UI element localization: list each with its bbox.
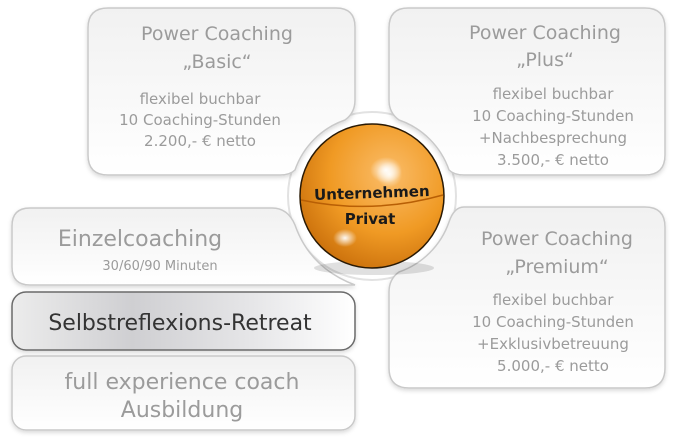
package-plus[interactable]: Power Coaching „Plus“ flexibel buchbar 1… (388, 7, 666, 176)
premium-line: flexibel buchbar (493, 291, 615, 309)
retreat-title: Selbstreflexions-Retreat (48, 311, 312, 336)
plus-name: „Plus“ (516, 49, 574, 71)
sphere-halo (287, 111, 457, 281)
retreat-box[interactable]: Selbstreflexions-Retreat (11, 291, 356, 351)
plus-price: 3.500,- € netto (497, 151, 609, 169)
ausbildung-box[interactable]: full experience coach Ausbildung (11, 355, 356, 431)
ausbildung-line2: Ausbildung (121, 398, 243, 423)
basic-title: Power Coaching (141, 23, 293, 45)
package-basic[interactable]: Power Coaching „Basic“ flexibel buchbar … (87, 7, 356, 176)
premium-line: 10 Coaching-Stunden (472, 313, 634, 331)
premium-name: „Premium“ (505, 256, 609, 278)
einzelcoaching-box[interactable]: Einzelcoaching 30/60/90 Minuten (11, 207, 356, 286)
einzelcoaching-duration: 30/60/90 Minuten (102, 259, 217, 274)
basic-name: „Basic“ (182, 51, 251, 73)
premium-title: Power Coaching (481, 228, 633, 250)
sphere-line2: Privat (345, 210, 396, 228)
premium-line: +Exklusivbetreuung (477, 335, 629, 353)
basic-line: 10 Coaching-Stunden (119, 111, 281, 129)
plus-line: 10 Coaching-Stunden (472, 107, 634, 125)
einzelcoaching-title: Einzelcoaching (58, 227, 222, 252)
plus-title: Power Coaching (469, 22, 621, 44)
package-premium[interactable]: Power Coaching „Premium“ flexibel buchba… (388, 206, 666, 389)
plus-line: +Nachbesprechung (479, 129, 627, 147)
basic-price: 2.200,- € netto (144, 132, 256, 150)
ausbildung-line1: full experience coach (65, 370, 300, 395)
sphere-line1: Unternehmen (314, 182, 430, 204)
premium-price: 5.000,- € netto (497, 357, 609, 375)
basic-line: flexibel buchbar (140, 90, 262, 108)
plus-line: flexibel buchbar (493, 85, 615, 103)
center-sphere: Unternehmen Privat (299, 123, 445, 275)
